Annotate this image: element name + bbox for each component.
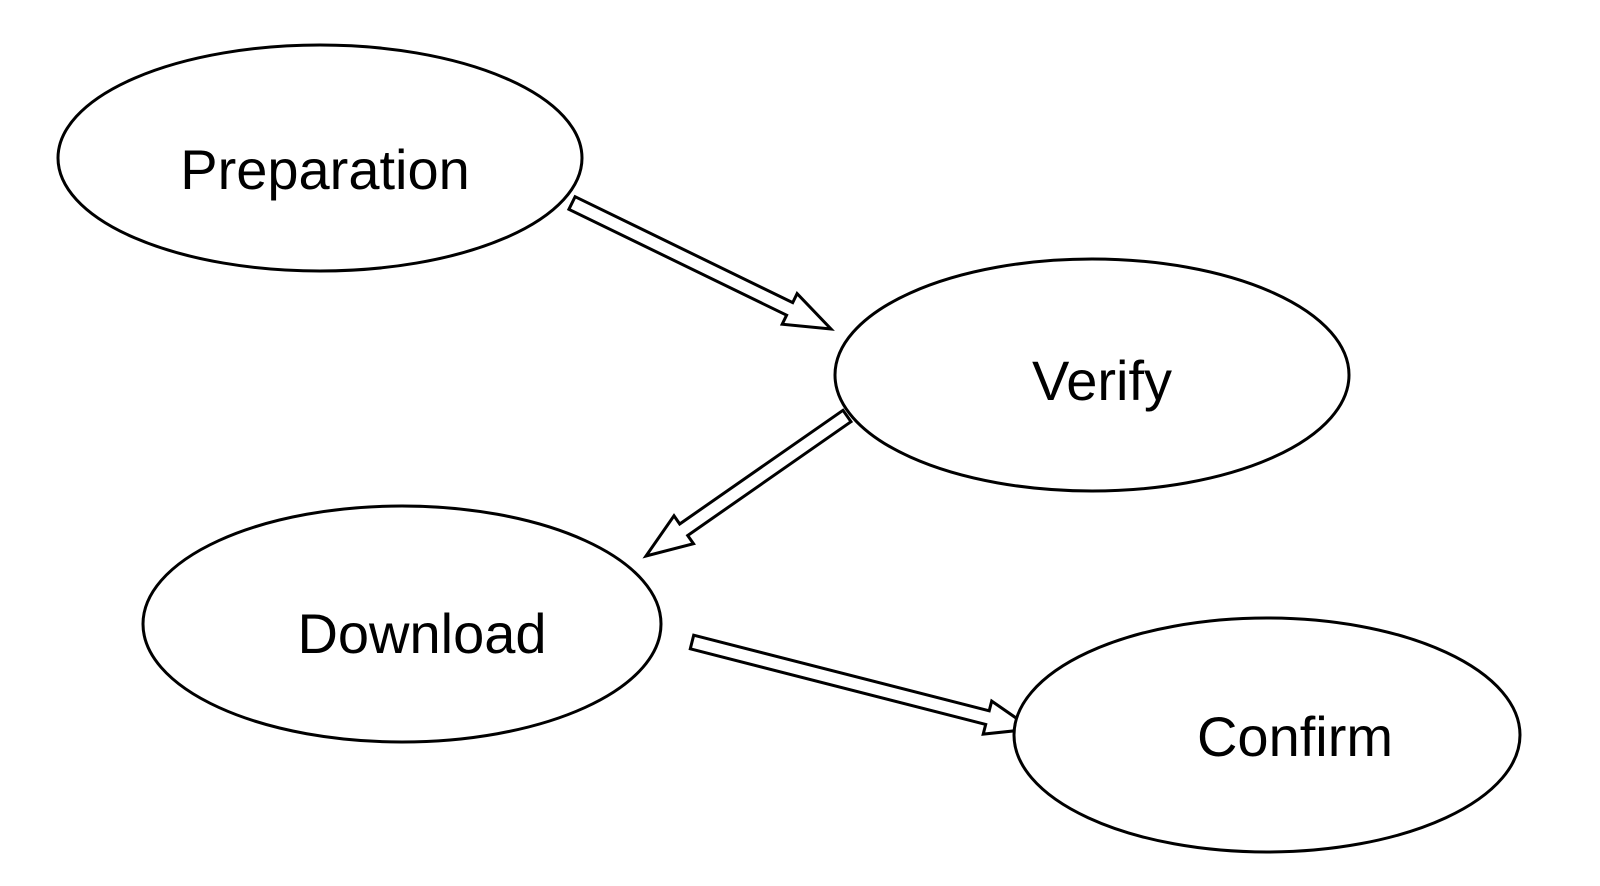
- confirm-label: Confirm: [1197, 705, 1393, 768]
- download-label: Download: [297, 602, 546, 665]
- preparation-ellipse: [56, 43, 584, 273]
- node-download: Download: [141, 504, 663, 744]
- confirm-ellipse: [1012, 616, 1522, 854]
- node-preparation: Preparation: [56, 43, 584, 273]
- node-verify: Verify: [833, 257, 1351, 493]
- verify-ellipse: [833, 257, 1351, 493]
- edge-arrow-preparation-to-verify: [566, 194, 835, 331]
- preparation-label: Preparation: [180, 138, 470, 201]
- node-confirm: Confirm: [1012, 616, 1522, 854]
- download-ellipse: [141, 504, 663, 744]
- verify-label: Verify: [1032, 349, 1172, 412]
- edge-arrow-verify-to-download: [642, 408, 854, 559]
- edge-arrow-download-to-confirm: [688, 633, 1037, 736]
